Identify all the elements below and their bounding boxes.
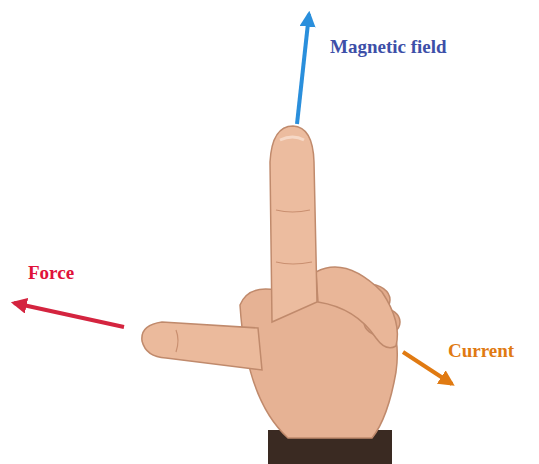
index-finger [270, 126, 317, 322]
knuckle-crease [176, 330, 178, 352]
field-arrow [297, 14, 309, 124]
thumb [142, 322, 262, 370]
fingernail [280, 137, 304, 140]
middle-finger [316, 267, 397, 348]
arrow-label: Magnetic field [330, 36, 447, 59]
knuckle-crease [276, 210, 312, 264]
current-arrow [403, 352, 452, 384]
arrow-label: Force [28, 262, 74, 285]
arrow-label: Current [448, 340, 514, 363]
force-arrow [14, 303, 124, 327]
